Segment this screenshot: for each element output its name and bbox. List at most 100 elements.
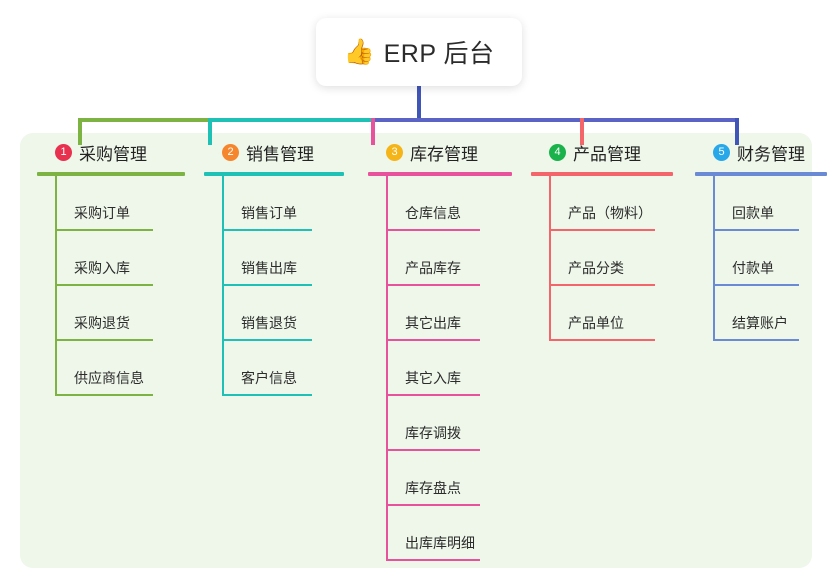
branch-underline-2 <box>204 172 344 176</box>
leaf-underline <box>386 504 480 506</box>
branch-badge-4: 4 <box>549 143 566 161</box>
leaf-label: 付款单 <box>732 260 774 276</box>
leaf-item[interactable]: 其它入库 <box>368 341 512 396</box>
branch-title-3: 库存管理 <box>410 144 478 164</box>
branch-column-1: 1 采购管理采购订单采购入库采购退货供应商信息 <box>37 133 185 396</box>
mindmap-background-panel <box>20 133 812 568</box>
leaf-label: 销售退货 <box>241 315 297 331</box>
branch-title-5: 财务管理 <box>737 144 805 164</box>
leaf-underline <box>549 339 655 341</box>
leaf-item[interactable]: 销售退货 <box>204 286 344 341</box>
leaf-underline <box>386 449 480 451</box>
thumbs-up-icon: 👍 <box>343 37 375 66</box>
branch-column-4: 4 产品管理产品（物料） 产品分类产品单位 <box>531 133 673 341</box>
leaf-label: 其它入库 <box>405 370 461 386</box>
branch-header-1[interactable]: 1 采购管理 <box>37 133 185 171</box>
branch-title-2: 销售管理 <box>246 144 314 164</box>
leaf-underline <box>386 559 480 561</box>
branch-items-4: 产品（物料） 产品分类产品单位 <box>531 176 673 341</box>
leaf-item[interactable]: 采购订单 <box>37 176 185 231</box>
branch-badge-2: 2 <box>222 143 239 161</box>
leaf-label: 产品库存 <box>405 260 461 276</box>
connector-drop-1 <box>78 118 82 145</box>
leaf-underline <box>222 339 312 341</box>
leaf-underline <box>713 229 799 231</box>
root-node[interactable]: 👍 ERP 后台 <box>316 18 522 86</box>
leaf-item[interactable]: 仓库信息 <box>368 176 512 231</box>
leaf-item[interactable]: 付款单 <box>695 231 827 286</box>
leaf-label: 库存盘点 <box>405 480 461 496</box>
leaf-item[interactable]: 采购退货 <box>37 286 185 341</box>
leaf-label: 客户信息 <box>241 370 297 386</box>
branch-underline-5 <box>695 172 827 176</box>
branch-items-5: 回款单付款单结算账户 <box>695 176 827 341</box>
leaf-item[interactable]: 产品单位 <box>531 286 673 341</box>
leaf-item[interactable]: 出库库明细 <box>368 506 512 561</box>
leaf-underline <box>55 394 153 396</box>
column-layer: 1 采购管理采购订单采购入库采购退货供应商信息 2 销售管理销售订单销售出库销售退货客… <box>20 133 827 568</box>
branch-spine-2 <box>222 176 224 396</box>
leaf-underline <box>55 284 153 286</box>
leaf-underline <box>549 284 655 286</box>
leaf-label: 销售订单 <box>241 205 297 221</box>
leaf-underline <box>222 229 312 231</box>
leaf-item[interactable]: 结算账户 <box>695 286 827 341</box>
leaf-label: 采购退货 <box>74 315 130 331</box>
leaf-item[interactable]: 库存盘点 <box>368 451 512 506</box>
branch-column-3: 3 库存管理仓库信息产品库存其它出库其它入库库存调拨库存盘点出库库明细 <box>368 133 512 561</box>
leaf-label: 产品（物料） <box>568 205 652 221</box>
leaf-label: 采购订单 <box>74 205 130 221</box>
connector-bar-segment <box>373 118 737 122</box>
leaf-item[interactable]: 产品库存 <box>368 231 512 286</box>
branch-header-5[interactable]: 5 财务管理 <box>695 133 827 171</box>
connector-bar-segment <box>208 118 373 122</box>
branch-underline-4 <box>531 172 673 176</box>
leaf-item[interactable]: 库存调拨 <box>368 396 512 451</box>
leaf-underline <box>713 284 799 286</box>
root-trunk-connector <box>417 84 421 122</box>
leaf-underline <box>713 339 799 341</box>
leaf-item[interactable]: 销售订单 <box>204 176 344 231</box>
branch-badge-1: 1 <box>55 143 72 161</box>
leaf-item[interactable]: 回款单 <box>695 176 827 231</box>
leaf-item[interactable]: 产品（物料） <box>531 176 673 231</box>
branch-underline-1 <box>37 172 185 176</box>
branch-title-4: 产品管理 <box>573 144 641 164</box>
leaf-label: 销售出库 <box>241 260 297 276</box>
connector-bar-segment <box>78 118 208 122</box>
leaf-item[interactable]: 客户信息 <box>204 341 344 396</box>
leaf-label: 回款单 <box>732 205 774 221</box>
leaf-underline <box>55 229 153 231</box>
leaf-item[interactable]: 销售出库 <box>204 231 344 286</box>
leaf-item[interactable]: 采购入库 <box>37 231 185 286</box>
leaf-underline <box>55 339 153 341</box>
branch-header-3[interactable]: 3 库存管理 <box>368 133 512 171</box>
branch-underline-3 <box>368 172 512 176</box>
branch-spine-1 <box>55 176 57 396</box>
root-title: ERP 后台 <box>383 40 495 68</box>
branch-items-1: 采购订单采购入库采购退货供应商信息 <box>37 176 185 396</box>
branch-badge-5: 5 <box>713 143 730 161</box>
leaf-item[interactable]: 供应商信息 <box>37 341 185 396</box>
leaf-label: 库存调拨 <box>405 425 461 441</box>
branch-badge-3: 3 <box>386 143 403 161</box>
branch-header-2[interactable]: 2 销售管理 <box>204 133 344 171</box>
branch-title-1: 采购管理 <box>79 144 147 164</box>
branch-header-4[interactable]: 4 产品管理 <box>531 133 673 171</box>
branch-items-2: 销售订单销售出库销售退货客户信息 <box>204 176 344 396</box>
branch-column-5: 5 财务管理回款单付款单结算账户 <box>695 133 827 341</box>
leaf-item[interactable]: 产品分类 <box>531 231 673 286</box>
leaf-label: 采购入库 <box>74 260 130 276</box>
leaf-label: 产品单位 <box>568 315 624 331</box>
leaf-item[interactable]: 其它出库 <box>368 286 512 341</box>
connector-drop-3 <box>371 118 375 145</box>
leaf-underline <box>386 229 480 231</box>
connector-drop-4 <box>580 118 584 145</box>
leaf-label: 供应商信息 <box>74 370 144 386</box>
leaf-label: 结算账户 <box>732 315 788 331</box>
connector-drop-5 <box>735 118 739 145</box>
leaf-underline <box>386 284 480 286</box>
leaf-underline <box>386 339 480 341</box>
branch-spine-5 <box>713 176 715 341</box>
